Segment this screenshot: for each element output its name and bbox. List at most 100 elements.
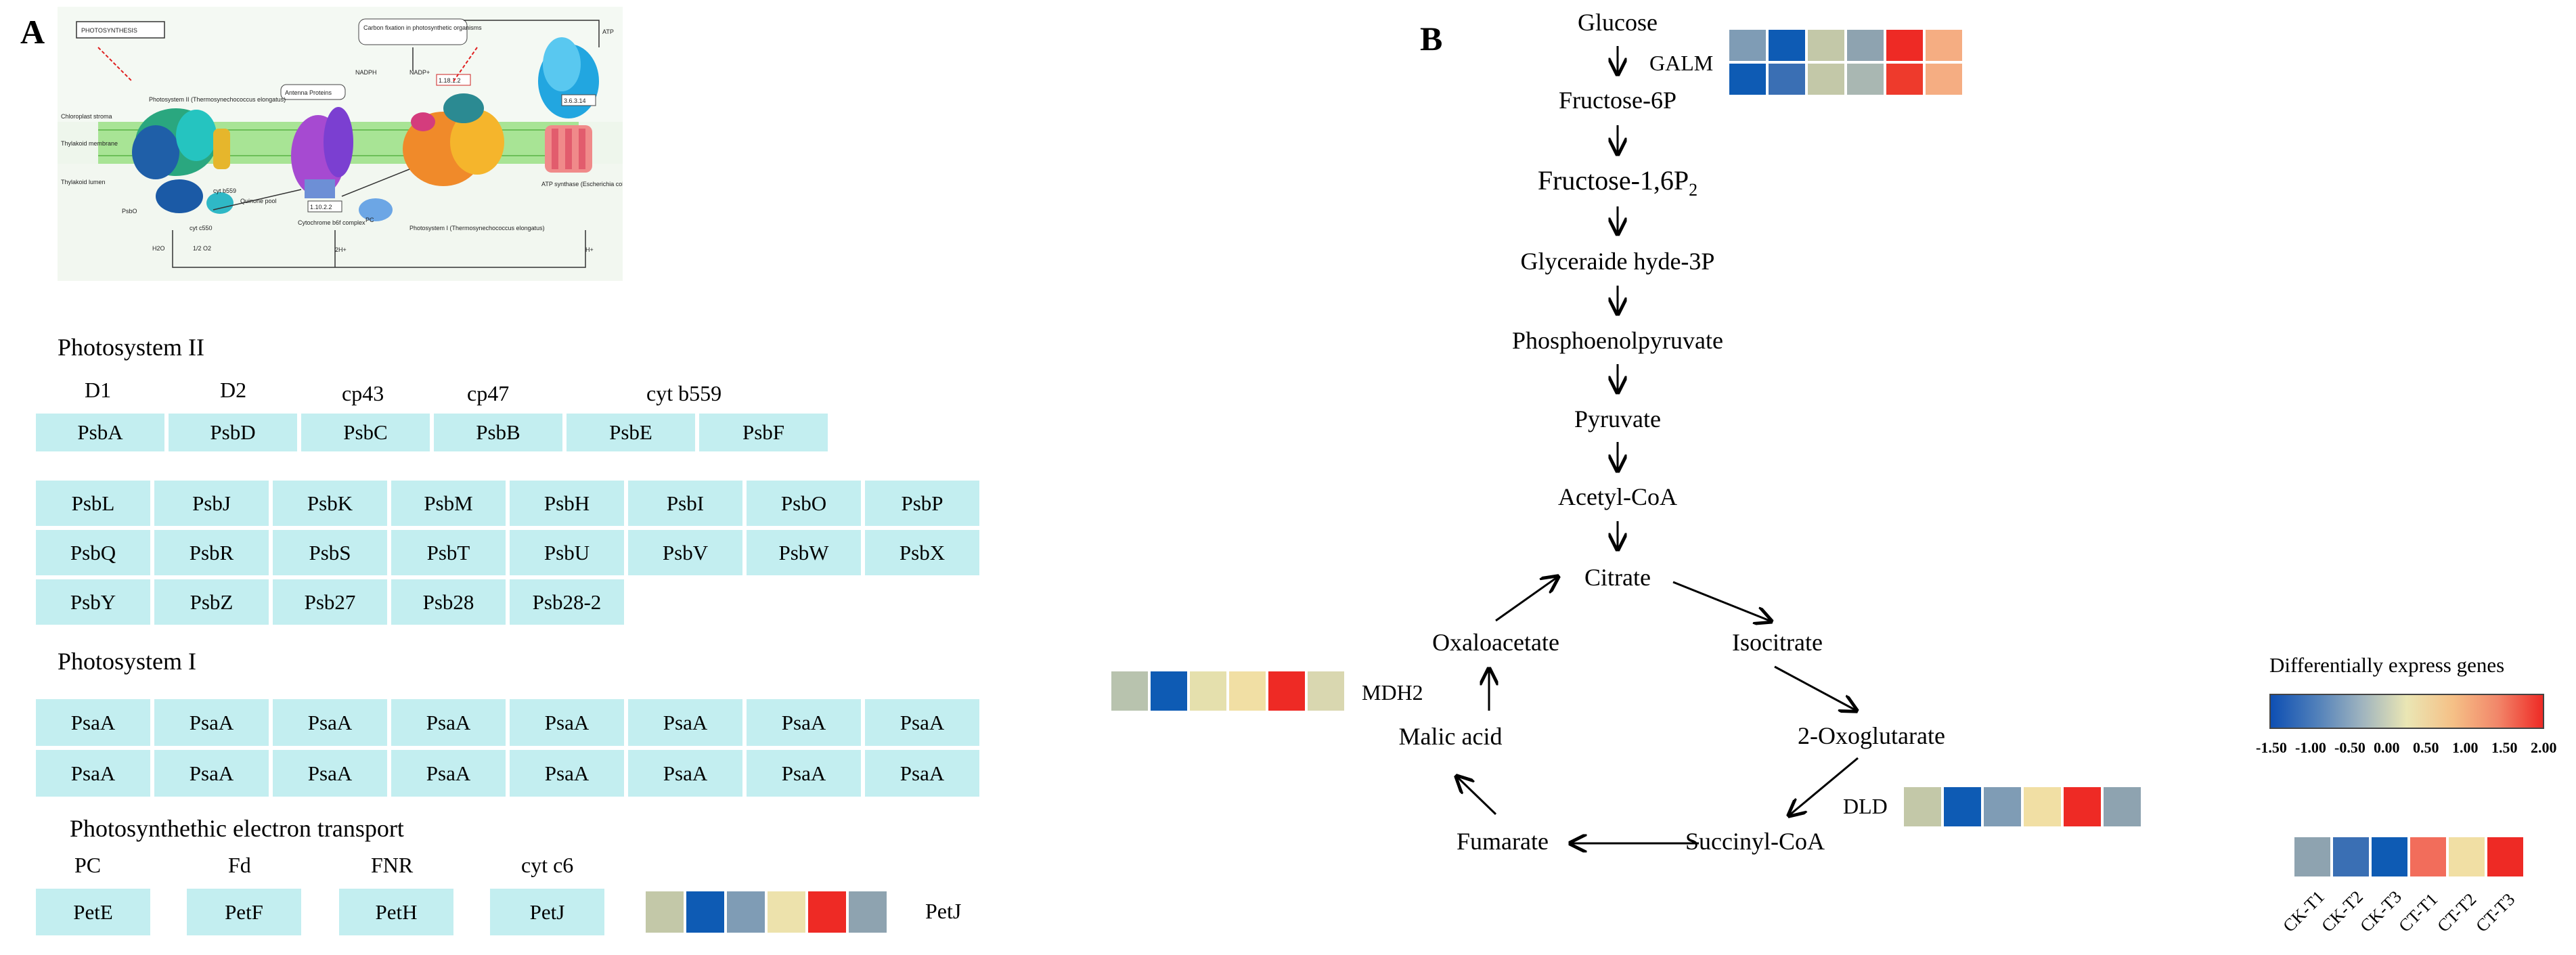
- gene-cell-psaa: PsaA: [863, 748, 981, 799]
- dld-heatmap-cell-6: [2102, 786, 2142, 828]
- gene-cell-psbs: PsbS: [271, 528, 389, 577]
- galm-heatmap-r2-cell-5: [1885, 62, 1924, 96]
- gene-cell-pete: PetE: [34, 887, 152, 937]
- arrow-oxoglutarate-succinyl: [1789, 757, 1859, 816]
- gene-cell-psbe: PsbE: [564, 412, 697, 453]
- psi-title: Photosystem I: [58, 648, 197, 675]
- legend-tick: 1.00: [2452, 739, 2479, 756]
- kegg-psbo-label: PsbO: [122, 208, 137, 215]
- gene-cell-psaa: PsaA: [626, 748, 745, 799]
- gene-label-galm: GALM: [1649, 51, 1714, 75]
- gene-cell-psaa: PsaA: [152, 697, 271, 748]
- galm-heatmap-r1-cell-4: [1846, 28, 1885, 62]
- legend-tick: 2.00: [2531, 739, 2557, 756]
- fructose-16p2-subscript: 2: [1689, 180, 1698, 200]
- gene-cell-psbo: PsbO: [745, 479, 863, 528]
- kegg-cytc6-label: cyt c550: [190, 225, 213, 231]
- metabolite-fumarate: Fumarate: [1457, 828, 1549, 855]
- kegg-psi-label: Photosystem I (Thermosynechococcus elong…: [409, 225, 545, 231]
- kegg-nadp-label: NADP+: [409, 69, 430, 76]
- gene-cell-psaa: PsaA: [626, 697, 745, 748]
- gene-cell-psbh: PsbH: [508, 479, 626, 528]
- gene-cell-psbt: PsbT: [389, 528, 508, 577]
- kegg-atp-synthase-label: ATP synthase (Escherichia coli): [541, 181, 623, 187]
- dld-heatmap-cell-5: [2062, 786, 2102, 828]
- dld-heatmap-cell-3: [1982, 786, 2022, 828]
- gene-cell-psbb: PsbB: [432, 412, 564, 453]
- gene-cell-psb28: Psb28: [389, 577, 508, 627]
- metabolite-2-oxoglutarate: 2-Oxoglutarate: [1798, 722, 1945, 749]
- kegg-lumen-label: Thylakoid lumen: [61, 179, 106, 185]
- kegg-atp-label: ATP: [602, 28, 614, 35]
- metabolite-glucose: Glucose: [1578, 9, 1658, 36]
- galm-heatmap-r1-cell-1: [1728, 28, 1767, 62]
- gene-label-dld: DLD: [1843, 794, 1888, 818]
- panel-b-letter: B: [1420, 20, 1443, 58]
- kegg-photosynthesis-map: PHOTOSYNTHESIS: [58, 7, 627, 281]
- metabolite-acetyl-coa: Acetyl-CoA: [1558, 483, 1677, 510]
- galm-heatmap-r1-cell-2: [1767, 28, 1806, 62]
- sample-label-ct-t3: CT-T3: [2472, 889, 2519, 936]
- metabolite-succinyl-coa: Succinyl-CoA: [1685, 828, 1825, 855]
- kegg-cytb559-label: cyt b559: [213, 187, 236, 194]
- legend-tick: 0.50: [2413, 739, 2439, 756]
- gene-cell-psaa: PsaA: [745, 748, 863, 799]
- petj-heatmap-cell-1: [644, 890, 685, 934]
- kegg-cytbf-label: Cytochrome b6f complex: [298, 219, 365, 226]
- gene-cell-psaa: PsaA: [863, 697, 981, 748]
- sample-label-ck-t2: CK-T2: [2317, 887, 2367, 936]
- kegg-h-label: H+: [585, 246, 594, 253]
- galm-heatmap-r1-cell-3: [1806, 28, 1846, 62]
- petj-heatmap-cell-2: [685, 890, 726, 934]
- arrow-isocitrate-oxoglutarate: [1774, 665, 1857, 711]
- metabolite-malic-acid: Malic acid: [1398, 723, 1503, 750]
- petj-heatmap-label: PetJ: [925, 899, 962, 923]
- gene-cell-psb27: Psb27: [271, 577, 389, 627]
- metabolite-fructose-6p: Fructose-6P: [1559, 87, 1676, 114]
- psii-label-d1: D1: [85, 378, 112, 402]
- gene-cell-psaa: PsaA: [508, 697, 626, 748]
- fructose-16p2-main: Fructose-1,6P: [1537, 165, 1689, 196]
- gene-cell-psby: PsbY: [34, 577, 152, 627]
- pet-label-cytc6: cyt c6: [521, 853, 574, 877]
- legend-tick: -1.50: [2256, 739, 2287, 756]
- psii-label-cp47: cp47: [467, 381, 510, 405]
- mdh2-heatmap-cell-2: [1149, 670, 1189, 712]
- kegg-ec-1: 1.18.1.2: [439, 77, 461, 84]
- gene-cell-psbc: PsbC: [299, 412, 432, 453]
- sample-key-cell-5: [2447, 836, 2486, 878]
- galm-heatmap-r1-cell-5: [1885, 28, 1924, 62]
- galm-heatmap-r1-cell-6: [1924, 28, 1963, 62]
- galm-heatmap-r2-cell-6: [1924, 62, 1963, 96]
- gene-cell-psaa: PsaA: [745, 697, 863, 748]
- galm-heatmap-r2-cell-4: [1846, 62, 1885, 96]
- gene-cell-psaa: PsaA: [34, 697, 152, 748]
- gene-cell-psbr: PsbR: [152, 528, 271, 577]
- mdh2-heatmap-cell-6: [1306, 670, 1346, 712]
- legend-color-bar: [2269, 694, 2544, 729]
- petj-heatmap: [644, 890, 888, 934]
- gene-cell-psbj: PsbJ: [152, 479, 271, 528]
- arrow-fumarate-malic: [1457, 776, 1497, 816]
- metabolite-pyruvate: Pyruvate: [1574, 405, 1661, 432]
- gene-cell-psbf: PsbF: [697, 412, 830, 453]
- galm-heatmap-row-2: [1728, 62, 1963, 96]
- galm-heatmap-r2-cell-3: [1806, 62, 1846, 96]
- gene-cell-psaa: PsaA: [271, 748, 389, 799]
- gene-cell-psbv: PsbV: [626, 528, 745, 577]
- kegg-ec-2: 3.6.3.14: [564, 97, 586, 104]
- dld-heatmap-cell-1: [1903, 786, 1942, 828]
- metabolite-fructose-16p2: Fructose-1,6P2: [1538, 164, 1697, 200]
- metabolite-phosphoenolpyruvate: Phosphoenolpyruvate: [1512, 327, 1723, 354]
- gene-cell-psbw: PsbW: [745, 528, 863, 577]
- sample-color-key: [2293, 836, 2525, 878]
- kegg-title: PHOTOSYNTHESIS: [81, 27, 137, 34]
- gene-cell-psbx: PsbX: [863, 528, 981, 577]
- gene-cell-psb28-2: Psb28-2: [508, 577, 626, 627]
- gene-cell-petf: PetF: [185, 887, 303, 937]
- gene-cell-psaa: PsaA: [389, 697, 508, 748]
- legend-title: Differentially express genes: [2269, 653, 2505, 677]
- gene-cell-psbk: PsbK: [271, 479, 389, 528]
